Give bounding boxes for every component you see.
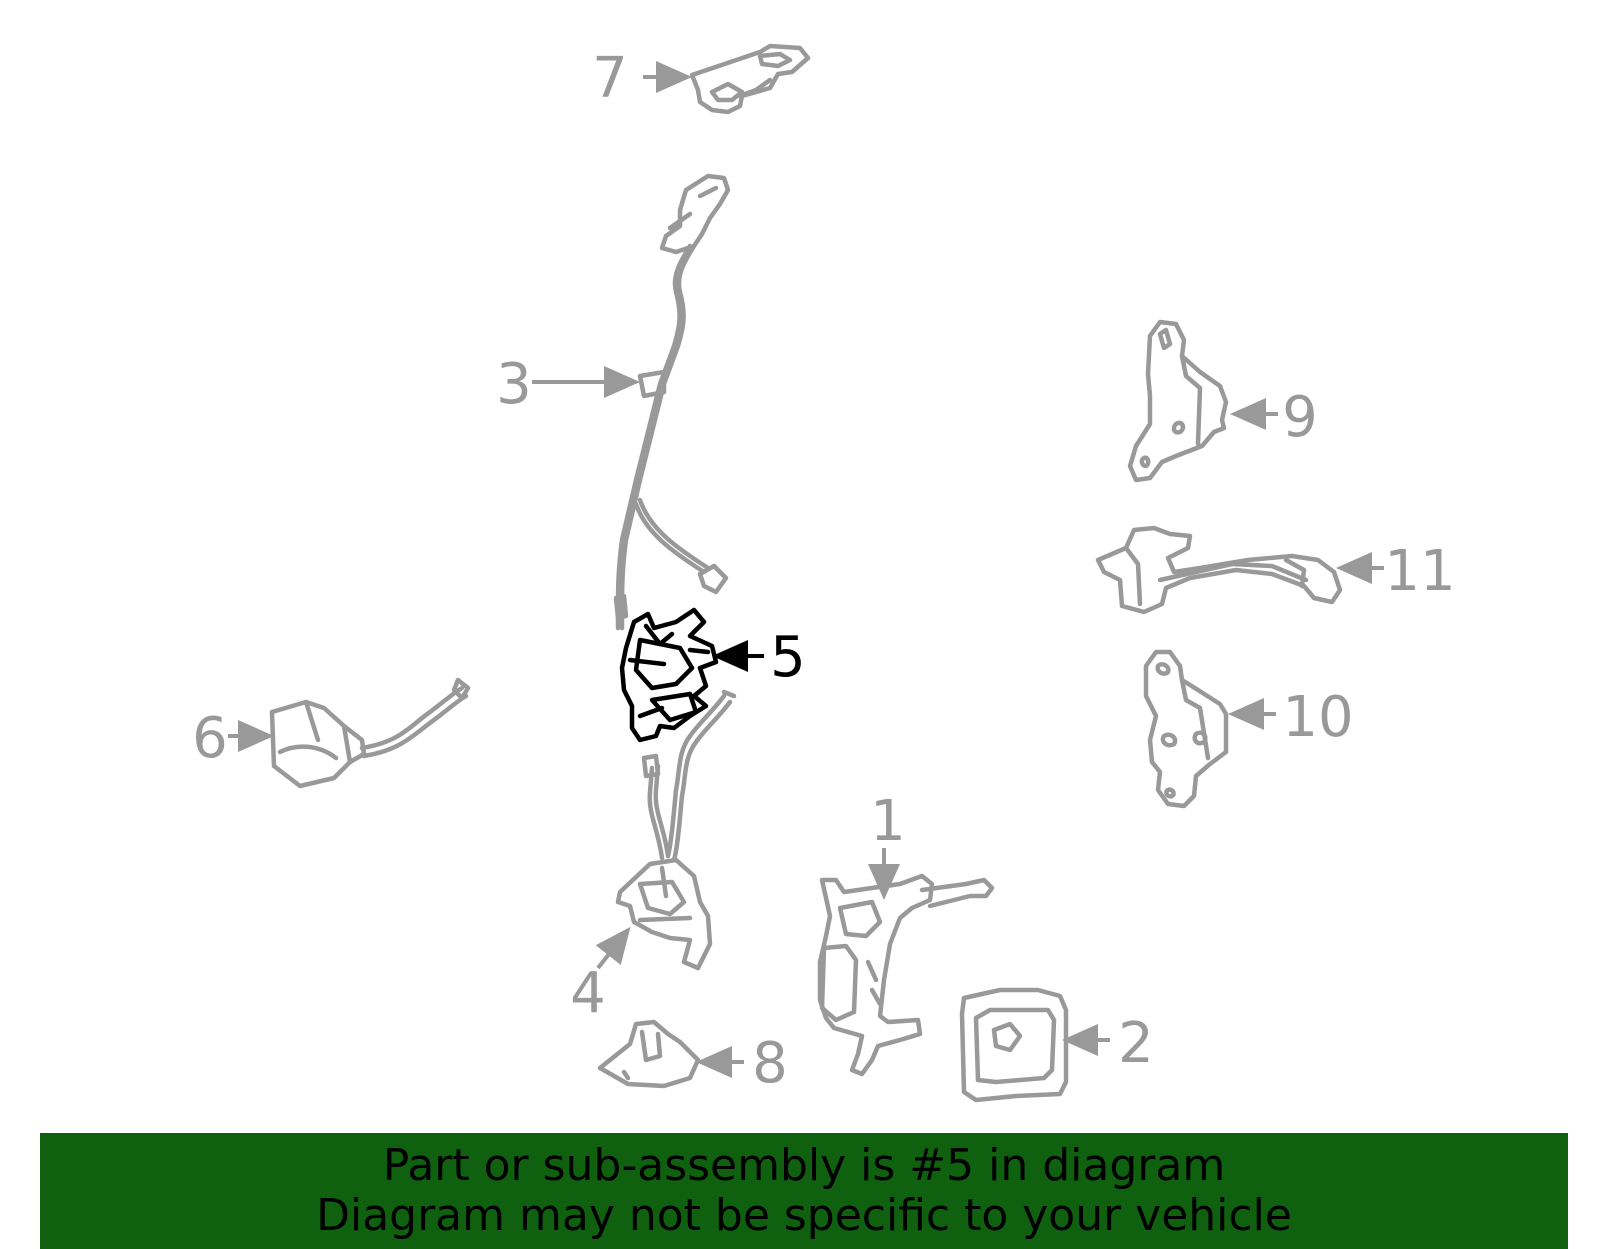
part-8-cover[interactable] — [597, 1019, 701, 1089]
callout-8: 8 — [696, 1031, 788, 1096]
callout-11: 11 — [1336, 539, 1456, 604]
part-6-handle[interactable] — [269, 677, 471, 789]
callout-1: 1 — [868, 789, 906, 900]
part-10-hinge[interactable] — [1143, 649, 1229, 809]
part-5-lock-actuator[interactable] — [619, 607, 719, 743]
part-1-lock-module[interactable] — [817, 873, 995, 1077]
callout-6: 6 — [192, 706, 274, 771]
callout-1-label: 1 — [870, 789, 906, 854]
banner-line-2: Diagram may not be specific to your vehi… — [316, 1190, 1292, 1241]
callout-7: 7 — [592, 46, 692, 111]
callout-10: 10 — [1228, 685, 1354, 750]
callout-8-label: 8 — [752, 1031, 788, 1096]
callout-6-label: 6 — [192, 706, 228, 771]
callout-5: 5 — [712, 625, 806, 690]
callout-4-label: 4 — [570, 961, 606, 1026]
callout-7-label: 7 — [592, 46, 628, 111]
part-11-door-check[interactable] — [1095, 525, 1343, 615]
callout-3: 3 — [496, 352, 640, 417]
callout-5-label: 5 — [770, 625, 806, 690]
callout-9-label: 9 — [1282, 385, 1318, 450]
part-2-bezel[interactable] — [959, 987, 1069, 1103]
part-3-cable[interactable] — [613, 173, 731, 631]
callout-4: 4 — [570, 926, 631, 1026]
callout-2: 2 — [1062, 1011, 1154, 1076]
part-4-latch[interactable] — [615, 689, 737, 971]
callout-11-label: 11 — [1384, 539, 1455, 604]
banner-line-1: Part or sub-assembly is #5 in diagram — [382, 1140, 1226, 1191]
callout-2-label: 2 — [1118, 1011, 1154, 1076]
part-7-bracket[interactable] — [689, 43, 811, 115]
callout-9: 9 — [1230, 385, 1318, 450]
info-banner: Part or sub-assembly is #5 in diagram Di… — [40, 1133, 1568, 1249]
callout-3-label: 3 — [496, 352, 532, 417]
callout-10-label: 10 — [1282, 685, 1353, 750]
part-9-hinge[interactable] — [1127, 319, 1229, 483]
